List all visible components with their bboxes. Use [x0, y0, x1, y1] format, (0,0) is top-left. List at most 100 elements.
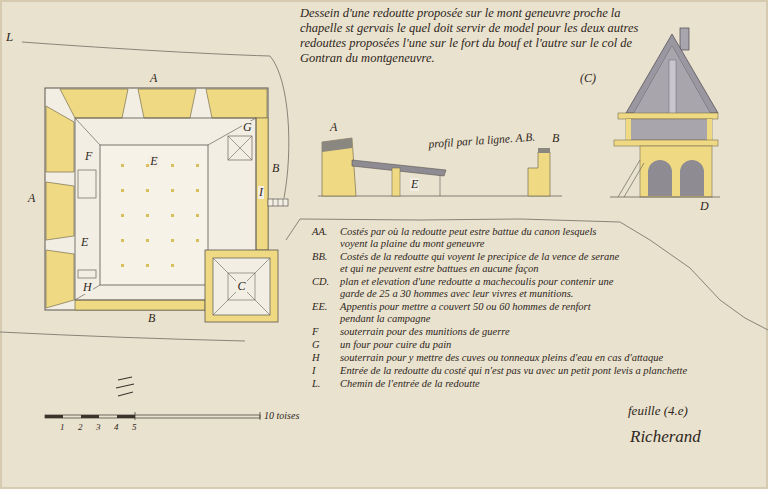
- scale-tick: [260, 412, 261, 420]
- key-letter: G: [312, 339, 340, 351]
- plan-letter: H: [82, 281, 93, 294]
- side-letter: B: [272, 162, 279, 175]
- scribble-stroke: [118, 392, 133, 396]
- key-letter: EE.: [312, 301, 340, 313]
- terrain-line: [286, 219, 768, 330]
- drawbridge: [268, 199, 288, 206]
- pillar: [196, 239, 199, 242]
- profile-letter: A: [330, 121, 337, 134]
- key-description: souterrain pour y mettre des cuves ou to…: [340, 352, 755, 364]
- title-text: Dessein d'une redoutte proposée sur le m…: [300, 6, 640, 66]
- pillar: [121, 264, 124, 267]
- wall-strip: [75, 300, 205, 310]
- rampart-cap: [322, 138, 352, 152]
- plan-letter: G: [242, 121, 253, 134]
- scale-number: 1: [60, 423, 65, 433]
- key-description: un four pour cuire du pain: [340, 339, 755, 351]
- cellar-room: [78, 170, 96, 198]
- drawbridge-plank: [283, 199, 284, 206]
- pillar: [146, 214, 149, 217]
- tower-cross: [213, 258, 270, 315]
- key-row: Gun four pour cuire du pain: [312, 339, 755, 351]
- key-letter: AA.: [312, 226, 340, 238]
- key-row: AA.Costés par où la redoutte peut estre …: [312, 226, 755, 250]
- pillar: [171, 264, 174, 267]
- terrain-line: [0, 332, 245, 341]
- scale-tick: [135, 412, 136, 420]
- pillar: [171, 214, 174, 217]
- ladder: [618, 160, 640, 197]
- tower-plan: C: [213, 258, 270, 315]
- pillar: [171, 164, 174, 167]
- key-row: IEntrée de la redoutte du costé qui n'es…: [312, 365, 755, 377]
- plan-letter: I: [258, 186, 264, 199]
- key-description: Appentis pour mettre a couvert 50 ou 60 …: [340, 301, 625, 325]
- cellar-room: [78, 270, 96, 278]
- pillar: [121, 189, 124, 192]
- plan-letter: F: [84, 150, 93, 163]
- pillar: [196, 189, 199, 192]
- arch: [680, 160, 704, 196]
- plan-letter: E: [149, 155, 158, 168]
- key-row: EE.Appentis pour mettre a couvert 50 ou …: [312, 301, 755, 325]
- pillar: [121, 164, 124, 167]
- scale-number: 3: [96, 423, 101, 433]
- pillar: [121, 239, 124, 242]
- key-description: Costés de la redoutte qui voyent le prec…: [340, 251, 625, 275]
- key-description: Entrée de la redoutte du costé qui n'est…: [340, 365, 755, 377]
- tower-section: [528, 152, 550, 196]
- key-row: L.Chemin de l'entrée de la redoutte: [312, 378, 755, 390]
- ladder: [624, 163, 644, 197]
- tower-cap: [538, 148, 550, 153]
- key-description: Costés par où la redoutte peut estre bat…: [340, 226, 625, 250]
- tower-inner: [213, 258, 270, 315]
- tower-wall: [205, 250, 278, 322]
- pillar: [146, 239, 149, 242]
- scale-number: 5: [132, 423, 137, 433]
- pillar-dots: [121, 164, 199, 267]
- key-description: souterrain pour des munitions de guerre: [340, 326, 755, 338]
- profile-letter: B: [552, 132, 559, 145]
- side-letter: A: [28, 192, 35, 205]
- scribble: [116, 377, 134, 396]
- scale-unit: 10 toises: [264, 410, 299, 421]
- key-description: Chemin de l'entrée de la redoutte: [340, 378, 755, 390]
- arch: [648, 160, 672, 196]
- drawbridge-plank: [273, 199, 274, 206]
- wall-block: [46, 250, 74, 308]
- pillar: [121, 214, 124, 217]
- pillar: [146, 189, 149, 192]
- pillar: [146, 264, 149, 267]
- rampart-section: [322, 138, 356, 196]
- scribble-stroke: [116, 384, 134, 388]
- oven-room: [228, 136, 252, 160]
- key-row: Fsouterrain pour des munitions de guerre: [312, 326, 755, 338]
- elevation-letter: D: [700, 200, 709, 213]
- key-letter: I: [312, 365, 340, 377]
- pillar: [196, 214, 199, 217]
- drawbridge-plank: [278, 199, 279, 206]
- wall-block: [46, 182, 74, 240]
- wall-block: [46, 106, 74, 172]
- sheet-reference: (C): [580, 72, 596, 85]
- scale-bar: [45, 415, 260, 418]
- courtyard: [100, 145, 208, 285]
- key-letter: F: [312, 326, 340, 338]
- upper-room: [626, 119, 712, 140]
- key-description: plan et elevation d'une redoutte a mache…: [340, 276, 625, 300]
- side-letter: A: [150, 72, 157, 85]
- sheet-number: feuille (4.e): [628, 404, 688, 418]
- path-letter: L: [6, 30, 13, 44]
- floor-band: [618, 113, 718, 119]
- wall-block: [138, 89, 196, 118]
- machicolation-floor: [614, 140, 718, 146]
- scale-segment: [81, 415, 99, 418]
- lower-body: [640, 146, 712, 197]
- key-letter: BB.: [312, 251, 340, 263]
- scribble-stroke: [118, 377, 132, 380]
- key-row: CD.plan et elevation d'une redoutte a ma…: [312, 276, 755, 300]
- wall-block: [60, 89, 128, 118]
- plan-letter: C: [236, 280, 246, 293]
